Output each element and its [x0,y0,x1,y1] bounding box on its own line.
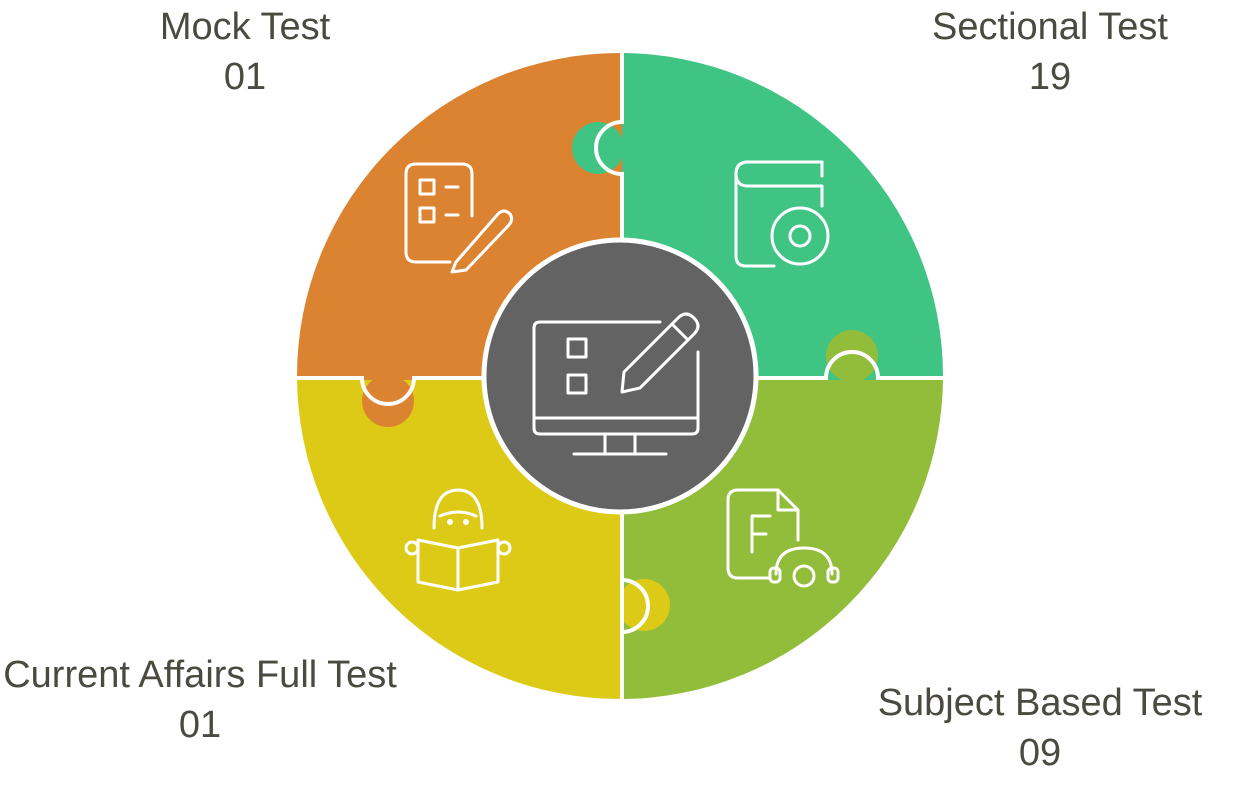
checklist-pencil-icon [404,162,514,274]
monitor-checklist-pencil-icon [532,312,700,456]
document-headphones-icon [726,488,840,588]
book-disc-icon [734,160,830,268]
mock-test-label: Mock Test 01 [90,2,400,102]
mock-test-count: 01 [223,56,267,98]
subject-knob [826,330,878,382]
subject-based-title: Subject Based Test [877,682,1203,724]
current-affairs-count: 01 [178,704,222,746]
sectional-test-count: 19 [1028,56,1072,98]
sectional-test-label: Sectional Test 19 [890,2,1210,102]
current-affairs-title: Current Affairs Full Test [3,654,397,696]
current-knob [618,579,670,631]
subject-based-count: 09 [1018,732,1062,774]
center-circle [481,237,759,515]
person-reading-icon [404,488,512,592]
mock-test-title: Mock Test [159,6,331,48]
sectional-test-title: Sectional Test [932,6,1168,48]
current-affairs-label: Current Affairs Full Test 01 [0,650,400,750]
mock-knob [362,375,414,427]
subject-based-label: Subject Based Test 09 [835,678,1245,778]
